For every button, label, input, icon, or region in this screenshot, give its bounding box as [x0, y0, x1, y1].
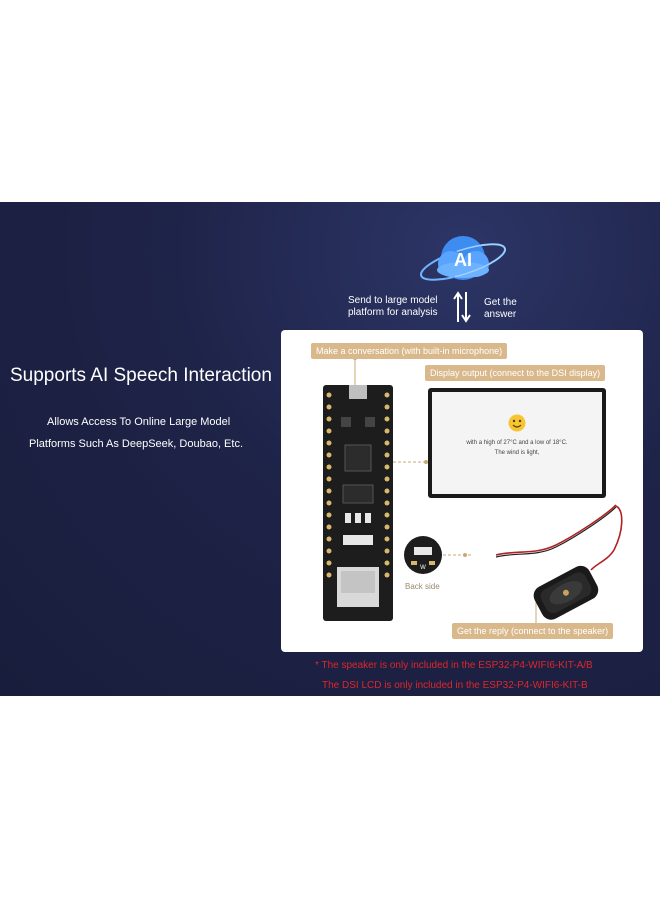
esp32-board-image [323, 385, 393, 621]
lcd-note: The DSI LCD is only included in the ESP3… [322, 680, 588, 691]
tag-display-output: Display output (connect to the DSI displ… [425, 365, 606, 381]
back-side-icon: W [404, 536, 442, 574]
tag-get-reply: Get the reply (connect to the speaker) [452, 623, 614, 639]
get-answer-text: Get the answer [484, 297, 517, 320]
speaker-image [496, 504, 623, 620]
speaker-note: * The speaker is only included in the ES… [315, 660, 593, 671]
send-to-model-text: Send to large model platform for analysi… [348, 295, 438, 318]
smiley-icon [508, 414, 526, 432]
bidirectional-arrows-icon [453, 291, 471, 323]
lcd-text-line-1: with a high of 27°C and a low of 18°C. [466, 440, 568, 446]
subtitle-line-2: Platforms Such As DeepSeek, Doubao, Etc. [29, 438, 244, 450]
ai-logo-text: AI [454, 250, 472, 270]
lcd-text-line-2: The wind is light, [494, 450, 540, 456]
product-banner: Supports AI Speech Interaction Allows Ac… [0, 202, 660, 696]
demo-panel: Make a conversation (with built-in micro… [281, 330, 643, 652]
dsi-lcd-display: with a high of 27°C and a low of 18°C. T… [428, 388, 606, 498]
svg-text:W: W [420, 565, 426, 571]
back-side-label: Back side [405, 582, 440, 591]
headline: Supports AI Speech Interaction [10, 365, 272, 386]
lcd-screen: with a high of 27°C and a low of 18°C. T… [432, 392, 602, 494]
ai-cloud-icon: AI [419, 236, 507, 281]
tag-conversation: Make a conversation (with built-in micro… [311, 343, 508, 359]
subtitle-line-1: Allows Access To Online Large Model [47, 416, 231, 428]
